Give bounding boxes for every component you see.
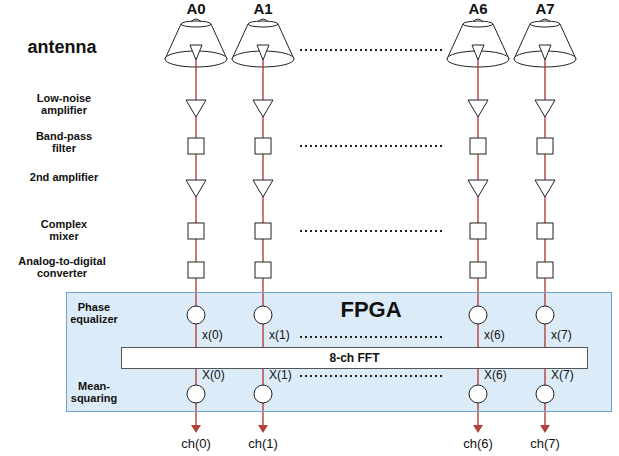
signal-wire bbox=[544, 60, 545, 68]
row-label: Complex mixer bbox=[28, 219, 100, 243]
row-label: Analog-to-digital converter bbox=[6, 256, 118, 280]
signal-name: x(6) bbox=[484, 329, 505, 342]
fpga-panel: FPGA 8-ch FFT bbox=[66, 292, 612, 412]
adc-box bbox=[537, 262, 553, 278]
signal-wire bbox=[262, 60, 263, 68]
antenna-label: A0 bbox=[186, 1, 205, 17]
ellipsis-dots bbox=[300, 336, 442, 338]
antenna-top bbox=[530, 21, 560, 27]
equalizer-circle bbox=[187, 306, 205, 324]
adc-box bbox=[255, 262, 271, 278]
signal-name: X(1) bbox=[269, 369, 292, 382]
row-label: Low-noise amplifier bbox=[28, 93, 100, 117]
filter-box bbox=[255, 138, 271, 154]
equalizer-circle bbox=[469, 306, 487, 324]
arrow-head bbox=[258, 425, 268, 433]
amplifier-triangle bbox=[468, 180, 488, 197]
antenna-top bbox=[181, 21, 211, 27]
antenna-label: A7 bbox=[535, 1, 554, 17]
signal-name: x(0) bbox=[202, 329, 223, 342]
box-label: 8-ch FFT bbox=[330, 351, 380, 365]
adc-box bbox=[188, 262, 204, 278]
row-label: Phase equalizer bbox=[64, 302, 124, 326]
arrow-head bbox=[191, 425, 201, 433]
signal-name: x(1) bbox=[269, 329, 290, 342]
antenna-feed bbox=[190, 45, 202, 60]
antenna-feed bbox=[472, 45, 484, 60]
equalizer-circle bbox=[536, 306, 554, 324]
antenna-arc bbox=[473, 19, 483, 22]
panel-title: FPGA bbox=[340, 297, 401, 323]
row-label: Mean-squaring bbox=[68, 381, 120, 405]
channel-name: ch(6) bbox=[463, 437, 493, 451]
antenna-top bbox=[248, 21, 278, 27]
signal-name: X(6) bbox=[484, 369, 507, 382]
ellipsis-dots bbox=[300, 49, 442, 51]
mixer-box bbox=[470, 223, 486, 239]
channel-name: ch(1) bbox=[248, 437, 278, 451]
fft-box: 8-ch FFT bbox=[121, 347, 588, 369]
filter-box bbox=[188, 138, 204, 154]
row-label: 2nd amplifier bbox=[30, 172, 98, 184]
arrow-head bbox=[473, 425, 483, 433]
amplifier-triangle bbox=[535, 180, 555, 197]
antenna-feed bbox=[539, 45, 551, 60]
squaring-circle bbox=[469, 385, 487, 403]
antenna-feed bbox=[257, 45, 269, 60]
amplifier-triangle bbox=[253, 180, 273, 197]
ellipsis-dots bbox=[300, 145, 442, 147]
antenna-arc bbox=[191, 19, 201, 22]
row-label: antenna bbox=[27, 38, 96, 57]
signal-wire bbox=[477, 60, 478, 68]
signal-name: X(7) bbox=[551, 369, 574, 382]
arrow-head bbox=[540, 425, 550, 433]
antenna-arc bbox=[540, 19, 550, 22]
fpga-panel-fill bbox=[66, 292, 612, 412]
antenna-top bbox=[463, 21, 493, 27]
adc-box bbox=[470, 262, 486, 278]
amplifier-triangle bbox=[535, 100, 555, 117]
antenna-arc bbox=[258, 19, 268, 22]
mixer-box bbox=[188, 223, 204, 239]
row-label: Band-pass filter bbox=[28, 131, 100, 155]
amplifier-triangle bbox=[186, 180, 206, 197]
channel-name: ch(7) bbox=[530, 437, 560, 451]
ellipsis-dots bbox=[300, 230, 442, 232]
signal-wire bbox=[195, 60, 196, 68]
squaring-circle bbox=[536, 385, 554, 403]
squaring-circle bbox=[187, 385, 205, 403]
equalizer-circle bbox=[254, 306, 272, 324]
amplifier-triangle bbox=[186, 100, 206, 117]
amplifier-triangle bbox=[468, 100, 488, 117]
filter-box bbox=[537, 138, 553, 154]
filter-box bbox=[470, 138, 486, 154]
mixer-box bbox=[255, 223, 271, 239]
channel-name: ch(0) bbox=[181, 437, 211, 451]
signal-name: x(7) bbox=[551, 329, 572, 342]
amplifier-triangle bbox=[253, 100, 273, 117]
ellipsis-dots bbox=[300, 375, 442, 377]
antenna-label: A1 bbox=[253, 1, 272, 17]
antenna-label: A6 bbox=[468, 1, 487, 17]
mixer-box bbox=[537, 223, 553, 239]
squaring-circle bbox=[254, 385, 272, 403]
signal-name: X(0) bbox=[202, 369, 225, 382]
